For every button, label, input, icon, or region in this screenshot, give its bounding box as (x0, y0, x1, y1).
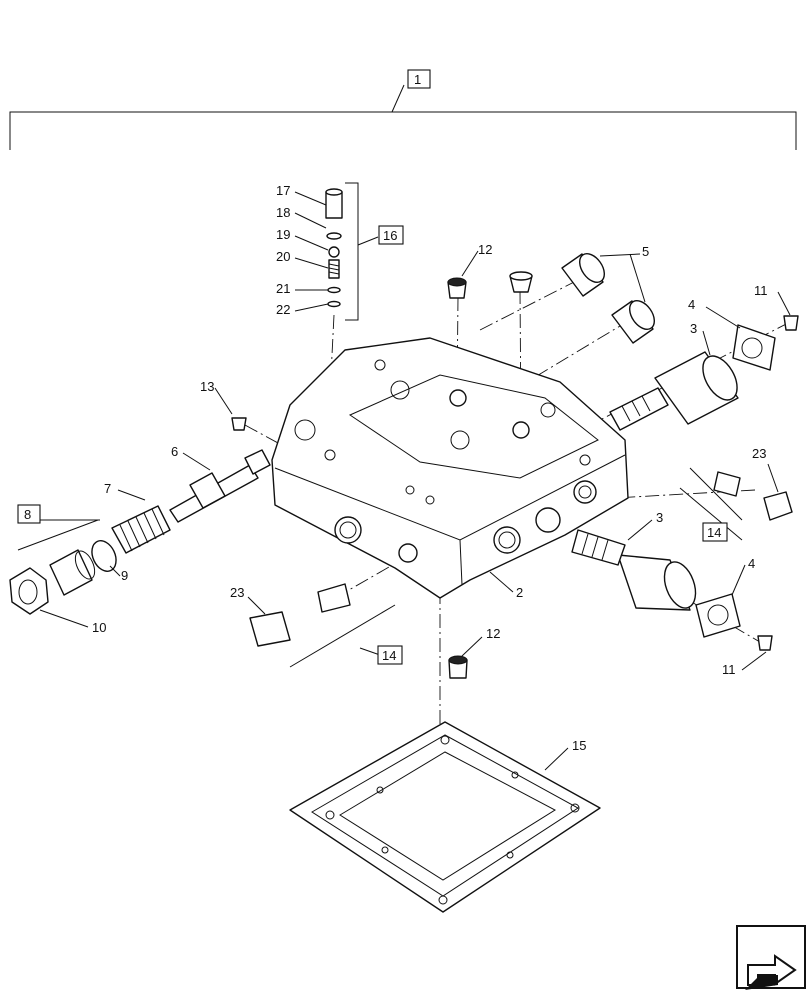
callout-21: 21 (276, 281, 290, 296)
solenoid-3-upper (609, 351, 739, 431)
callout-11-upper: 11 (754, 283, 768, 298)
callout-6: 6 (171, 444, 178, 459)
callout-22: 22 (276, 302, 290, 317)
group-leaders (17, 467, 743, 668)
spring-7 (111, 505, 171, 554)
valve-stack-17-22 (325, 182, 359, 321)
o-ring-9 (91, 540, 117, 572)
screw-13 (231, 417, 247, 431)
connector-23-right (713, 471, 793, 521)
valve-body-2 (271, 337, 629, 599)
callout-10: 10 (92, 620, 106, 635)
callout-17: 17 (276, 183, 290, 198)
callout-9: 9 (121, 568, 128, 583)
plug-8 (49, 549, 96, 596)
screw-11-lower (757, 635, 773, 651)
cap-5-a (561, 252, 606, 297)
next-page-arrow-icon[interactable] (736, 925, 806, 990)
callout-7: 7 (104, 481, 111, 496)
strainer-plug (509, 271, 533, 293)
screw-11-upper (783, 315, 799, 331)
callout-14-left: 14 (382, 648, 396, 663)
callout-23-left: 23 (230, 585, 244, 600)
callout-leaders (39, 191, 791, 771)
plug-12-top (447, 277, 467, 299)
callout-19: 19 (276, 227, 290, 242)
connector-23-left (249, 583, 351, 647)
callout-1: 1 (414, 72, 421, 87)
callout-3-lower: 3 (656, 510, 663, 525)
callout-15: 15 (572, 738, 586, 753)
callout-12-bottom: 12 (486, 626, 500, 641)
plate-4-upper (732, 324, 776, 371)
assembly-bracket (9, 84, 797, 150)
callout-14-right: 14 (707, 525, 721, 540)
callout-12-top: 12 (478, 242, 492, 257)
plug-12-bottom (448, 655, 468, 679)
callout-4-upper: 4 (688, 297, 695, 312)
callout-3-upper: 3 (690, 321, 697, 336)
callout-16: 16 (383, 228, 397, 243)
callout-11-lower: 11 (722, 662, 736, 677)
nut-10 (9, 567, 49, 615)
plate-4-lower (695, 593, 741, 638)
box-callouts (17, 69, 728, 665)
spool-6 (169, 449, 271, 523)
callout-2: 2 (516, 585, 523, 600)
callout-13: 13 (200, 379, 214, 394)
callout-labels: 1 16 8 14 14 17 18 19 20 21 22 12 5 4 3 … (24, 72, 768, 753)
callout-23-right: 23 (752, 446, 766, 461)
callout-4-lower: 4 (748, 556, 755, 571)
solenoid-3-lower (571, 529, 697, 611)
callout-8: 8 (24, 507, 31, 522)
callout-5: 5 (642, 244, 649, 259)
callout-18: 18 (276, 205, 290, 220)
callout-20: 20 (276, 249, 290, 264)
cap-5-b (611, 299, 656, 344)
gasket-15 (289, 721, 601, 913)
